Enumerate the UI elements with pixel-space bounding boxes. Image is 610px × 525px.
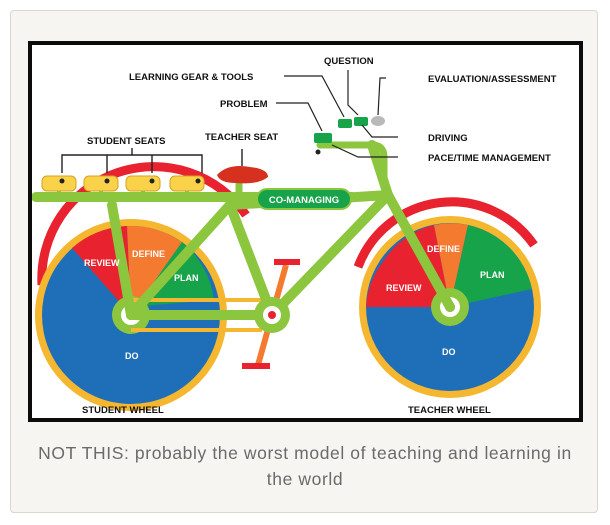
student-seats-bracket <box>61 148 203 173</box>
teacher-plan-label: PLAN <box>480 270 505 280</box>
co-managing-pill <box>256 188 352 210</box>
chain <box>131 298 262 332</box>
label-evaluation: EVALUATION/ASSESSMENT <box>428 74 557 85</box>
label-driving: DRIVING <box>428 133 468 144</box>
student-do-label: DO <box>125 351 139 361</box>
student-plan-label: PLAN <box>174 273 199 283</box>
teacher-wheel-labels: REVIEW DEFINE PLAN DO <box>386 244 505 357</box>
student-wheel-labels: REVIEW DEFINE PLAN DO <box>84 249 199 361</box>
figure-caption: NOT THIS: probably the worst model of te… <box>38 443 572 489</box>
teacher-wheel-arc <box>353 197 538 269</box>
student-define-label: DEFINE <box>132 249 165 259</box>
diagram-labels: QUESTION LEARNING GEAR & TOOLS EVALUATIO… <box>82 56 557 416</box>
teacher-seat <box>217 166 268 184</box>
teacher-do-label: DO <box>442 347 456 357</box>
student-seats <box>41 175 205 192</box>
label-teacher-seat: TEACHER SEAT <box>205 132 278 143</box>
student-seat-posts <box>57 191 189 197</box>
callout-lines <box>276 70 398 158</box>
teacher-define-label: DEFINE <box>427 244 460 254</box>
handlebar-gear <box>314 116 385 155</box>
label-teacher-wheel: TEACHER WHEEL <box>408 405 491 416</box>
teacher-review-label: REVIEW <box>386 283 422 293</box>
label-student-seats: STUDENT SEATS <box>87 136 165 147</box>
student-wheel-arc <box>37 162 250 286</box>
student-review-label: REVIEW <box>84 258 120 268</box>
label-student-wheel: STUDENT WHEEL <box>82 405 164 416</box>
label-co-managing: CO-MANAGING <box>269 195 339 206</box>
crank <box>242 259 300 369</box>
label-learning-gear: LEARNING GEAR & TOOLS <box>129 72 253 83</box>
bicycle-diagram: QUESTION LEARNING GEAR & TOOLS EVALUATIO… <box>28 41 583 422</box>
label-question: QUESTION <box>324 56 374 67</box>
bicycle-svg: QUESTION LEARNING GEAR & TOOLS EVALUATIO… <box>32 56 557 416</box>
label-pace: PACE/TIME MANAGEMENT <box>428 153 551 164</box>
label-problem: PROBLEM <box>220 99 268 110</box>
